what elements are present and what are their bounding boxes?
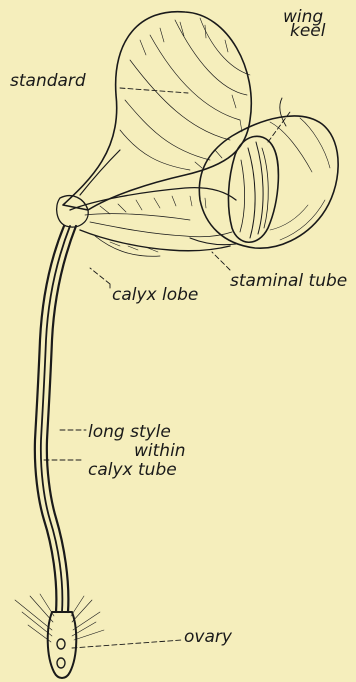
calyx-tube — [35, 226, 76, 612]
standard-petal — [63, 12, 251, 210]
ovary-leader — [72, 640, 182, 648]
keel-petal — [228, 136, 278, 242]
standard-leader — [120, 88, 188, 93]
staminal-tube-label: staminal tube — [230, 272, 347, 290]
calyx-tube-label: calyx tube — [88, 461, 177, 479]
ovary — [15, 594, 104, 678]
keel-label: keel — [290, 22, 326, 40]
standard-label: standard — [10, 72, 86, 90]
wing-petal — [199, 116, 338, 248]
staminal-tube-leader — [212, 252, 230, 270]
ovary-label: ovary — [184, 628, 232, 646]
keel-leader — [268, 112, 290, 142]
within-label: within — [134, 442, 186, 460]
calyx-lobe-label: calyx lobe — [112, 286, 198, 304]
calyx-lobe-leader — [90, 268, 110, 288]
long-style-label: long style — [88, 423, 171, 441]
